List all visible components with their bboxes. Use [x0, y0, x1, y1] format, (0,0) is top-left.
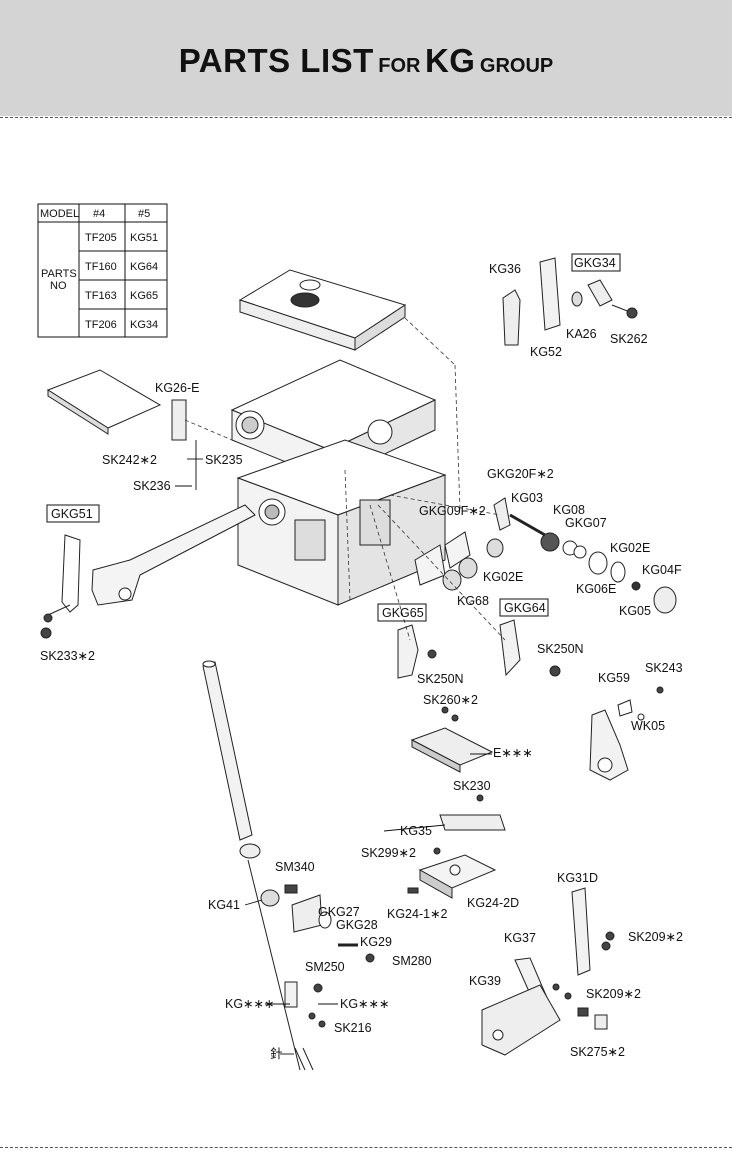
part-label: GKG34	[574, 256, 616, 270]
part-label: SM340	[275, 860, 315, 874]
table-cell: TF206	[85, 319, 117, 331]
part-label: KG36	[489, 262, 521, 276]
title-for: FOR	[378, 55, 421, 77]
table-row-label-parts: PARTS	[41, 268, 77, 280]
part-label: KG08	[553, 503, 585, 517]
part-label: 針	[270, 1046, 283, 1061]
part-label: E∗∗∗	[493, 746, 533, 760]
part-label: SK250N	[417, 672, 464, 686]
top-right-parts-illustration	[502, 257, 638, 346]
kg39-lever-illustration	[481, 887, 615, 1056]
label-leader-ticks	[175, 458, 492, 1055]
part-label: SK275∗2	[570, 1045, 625, 1059]
part-label: KG31D	[557, 871, 598, 885]
table-cell: TF205	[85, 232, 117, 244]
model-table	[37, 203, 168, 338]
title-group-code: KG	[424, 42, 476, 79]
part-label: SM250	[305, 960, 345, 974]
part-label: SK242∗2	[102, 453, 157, 467]
part-label: KG∗∗∗	[225, 997, 274, 1011]
part-label: SK262	[610, 332, 648, 346]
part-label: GKG20F∗2	[487, 467, 554, 481]
bottom-dashed-divider	[0, 1147, 732, 1148]
part-label: SK209∗2	[628, 930, 683, 944]
table-header-5: #5	[138, 208, 150, 220]
part-label: SK233∗2	[40, 649, 95, 663]
part-label: KG03	[511, 491, 543, 505]
part-label: SK260∗2	[423, 693, 478, 707]
assembly-guide-lines	[184, 317, 506, 641]
part-label: KG35	[400, 824, 432, 838]
part-label: SK299∗2	[361, 846, 416, 860]
kg26-plate-illustration	[46, 369, 197, 490]
table-cell: KG64	[130, 261, 158, 273]
part-label: SK250N	[537, 642, 584, 656]
part-label: KA26	[566, 327, 597, 341]
title-parts-list: PARTS LIST	[178, 42, 374, 79]
page-title: PARTS LIST FOR KG GROUP	[0, 42, 732, 80]
gkg51-illustration	[40, 504, 256, 639]
part-label: GKG09F∗2	[419, 504, 486, 518]
part-label: SK209∗2	[586, 987, 641, 1001]
bracket-parts-illustration	[397, 619, 561, 679]
part-label: SK243	[645, 661, 683, 675]
part-label: KG41	[208, 898, 240, 912]
throat-plate-illustration	[410, 706, 494, 773]
part-label: KG68	[457, 594, 489, 608]
part-label: SK235	[205, 453, 243, 467]
table-header-model: MODEL	[40, 208, 79, 220]
page-header: PARTS LIST FOR KG GROUP	[0, 0, 732, 116]
part-label: KG06E	[576, 582, 616, 596]
part-label: KG24-1∗2	[387, 907, 448, 921]
part-label: GKG27	[318, 905, 360, 919]
part-label: KG29	[360, 935, 392, 949]
part-label: KG02E	[483, 570, 523, 584]
part-label: GKG65	[382, 606, 424, 620]
part-label: SK236	[133, 479, 171, 493]
part-label: SK230	[453, 779, 491, 793]
needle-bar-illustration	[202, 660, 375, 1071]
part-label: GKG51	[51, 507, 93, 521]
boxed-label-frames	[46, 253, 621, 622]
table-row-label-no: NO	[50, 280, 67, 292]
part-label: GKG28	[336, 918, 378, 932]
part-label: KG26-E	[155, 381, 199, 395]
part-label: KG04F	[642, 563, 682, 577]
kg24-plate-illustration	[407, 794, 506, 899]
part-label: WK05	[631, 719, 665, 733]
part-label: SM280	[392, 954, 432, 968]
part-label: KG37	[504, 931, 536, 945]
table-cell: KG65	[130, 290, 158, 302]
part-label: KG∗∗∗	[340, 997, 389, 1011]
part-label: KG52	[530, 345, 562, 359]
part-label: KG05	[619, 604, 651, 618]
top-dashed-divider	[0, 117, 732, 118]
table-cell: TF160	[85, 261, 117, 273]
table-header-4: #4	[93, 208, 105, 220]
kg59-arm-illustration	[589, 686, 664, 781]
part-label: GKG07	[565, 516, 607, 530]
table-cell: KG34	[130, 319, 158, 331]
part-label: KG02E	[610, 541, 650, 555]
table-cell: KG51	[130, 232, 158, 244]
table-cell: TF163	[85, 290, 117, 302]
part-label: KG39	[469, 974, 501, 988]
gear-assembly-illustration	[414, 497, 677, 614]
machine-body-illustration	[230, 269, 447, 606]
part-label: KG59	[598, 671, 630, 685]
title-group: GROUP	[479, 55, 554, 77]
part-label: SK216	[334, 1021, 372, 1035]
part-label: GKG64	[504, 601, 546, 615]
part-label: KG24-2D	[467, 896, 519, 910]
